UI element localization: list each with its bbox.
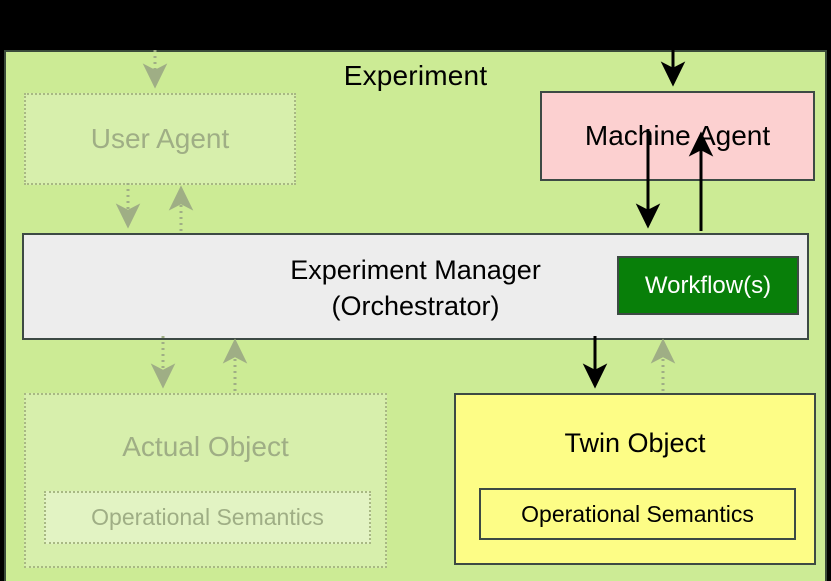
experiment-title: Experiment: [343, 60, 488, 91]
node-experiment-manager-line1: Experiment Manager: [290, 255, 541, 285]
node-experiment-manager[interactable]: Experiment Manager (Orchestrator) Workfl…: [22, 233, 809, 340]
node-actual-object-operational-semantics[interactable]: Operational Semantics: [44, 491, 371, 544]
node-twin-object-operational-semantics-label: Operational Semantics: [521, 500, 754, 527]
node-experiment-manager-line2: (Orchestrator): [331, 291, 500, 321]
experiment-container: Experiment User Agent Machine Agent Expe…: [4, 50, 827, 581]
node-workflows-label: Workflow(s): [644, 271, 772, 299]
node-experiment-manager-label: Experiment Manager (Orchestrator): [24, 252, 807, 324]
node-twin-object[interactable]: Twin Object Operational Semantics: [454, 393, 816, 565]
node-user-agent[interactable]: User Agent: [24, 93, 296, 185]
node-actual-object-operational-semantics-label: Operational Semantics: [91, 504, 324, 530]
node-actual-object[interactable]: Actual Object Operational Semantics: [24, 393, 387, 568]
node-actual-object-label: Actual Object: [122, 431, 289, 462]
node-user-agent-label: User Agent: [90, 123, 230, 154]
node-twin-object-label: Twin Object: [564, 428, 706, 458]
node-workflows[interactable]: Workflow(s): [617, 256, 799, 315]
node-twin-object-operational-semantics[interactable]: Operational Semantics: [479, 488, 796, 540]
node-machine-agent[interactable]: Machine Agent: [540, 91, 815, 181]
node-machine-agent-label: Machine Agent: [584, 120, 771, 151]
